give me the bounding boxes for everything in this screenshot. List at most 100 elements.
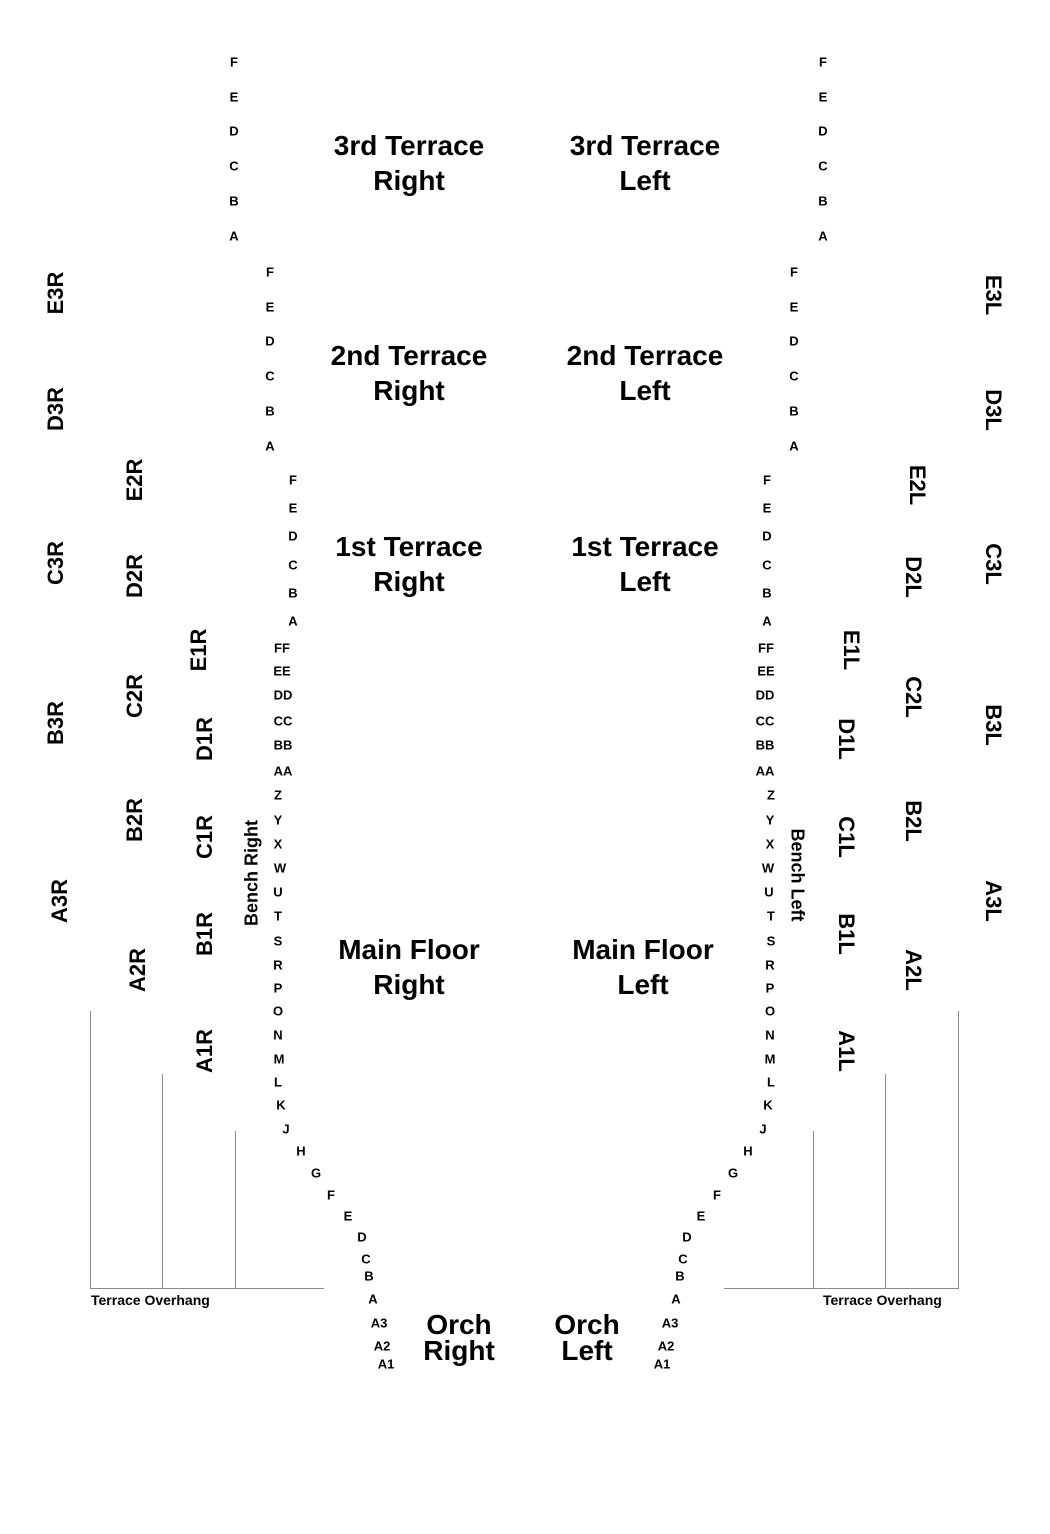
- box-label-right[interactable]: D2R: [122, 553, 147, 599]
- section-label-line: Right: [373, 566, 445, 597]
- box-label-right[interactable]: C1R: [192, 814, 217, 860]
- row-label-left: M: [764, 1051, 776, 1067]
- row-label-right: C: [265, 368, 275, 384]
- box-label-left[interactable]: B1L: [834, 913, 859, 955]
- row-label-right: C: [229, 158, 239, 174]
- row-label-right: B: [364, 1268, 374, 1284]
- bench-left-label[interactable]: Bench Left: [787, 828, 808, 922]
- box-label-left[interactable]: D2L: [901, 556, 926, 598]
- row-label-right: S: [273, 933, 283, 949]
- row-label-left: A1: [653, 1356, 671, 1372]
- box-label-left[interactable]: C2L: [901, 676, 926, 718]
- row-label-right: J: [282, 1121, 290, 1137]
- box-label-left[interactable]: E2L: [905, 464, 930, 506]
- box-label-left[interactable]: D3L: [981, 389, 1006, 431]
- row-label-left: B: [762, 585, 772, 601]
- row-label-left: F: [763, 472, 771, 488]
- box-label-right[interactable]: C2R: [122, 673, 147, 719]
- row-label-right: A2: [373, 1338, 391, 1354]
- row-label-left: C: [789, 368, 799, 384]
- section-label-line: Right: [423, 1335, 495, 1366]
- row-label-right: B: [265, 403, 275, 419]
- box-label-right[interactable]: A1R: [192, 1028, 217, 1074]
- box-label-left[interactable]: B2L: [901, 800, 926, 842]
- box-label-left[interactable]: A3L: [981, 880, 1006, 922]
- row-label-right: R: [273, 957, 283, 973]
- row-label-right: C: [361, 1251, 371, 1267]
- row-label-left: O: [764, 1003, 776, 1019]
- overhang-line: [235, 1131, 236, 1289]
- box-label-right[interactable]: C3R: [43, 540, 68, 586]
- row-label-right: L: [274, 1074, 282, 1090]
- section-label-line: Left: [561, 1335, 613, 1366]
- box-label-right[interactable]: B2R: [122, 797, 147, 843]
- box-label-left[interactable]: E1L: [839, 629, 864, 671]
- row-label-right: T: [274, 908, 282, 924]
- box-label-right[interactable]: A2R: [125, 947, 150, 993]
- section-label-line: Left: [619, 165, 671, 196]
- row-label-right: F: [266, 264, 274, 280]
- box-label-right[interactable]: D1R: [192, 716, 217, 762]
- row-label-left: A2: [657, 1338, 675, 1354]
- overhang-line: [958, 1011, 959, 1289]
- box-label-left[interactable]: E3L: [981, 274, 1006, 316]
- row-label-left: T: [767, 908, 775, 924]
- bench-right-label[interactable]: Bench Right: [241, 820, 262, 926]
- row-label-right: B: [229, 193, 239, 209]
- row-label-right: F: [230, 54, 238, 70]
- overhang-line: [885, 1074, 886, 1289]
- row-label-left: W: [761, 860, 775, 876]
- row-label-right: DD: [273, 687, 293, 703]
- row-label-right: BB: [273, 737, 293, 753]
- box-label-left[interactable]: B3L: [981, 704, 1006, 746]
- section-label-line: 1st Terrace: [335, 531, 483, 562]
- row-label-right: EE: [273, 663, 291, 679]
- box-label-left[interactable]: C3L: [981, 543, 1006, 585]
- row-label-left: R: [765, 957, 775, 973]
- row-label-left: B: [675, 1268, 685, 1284]
- row-label-right: A: [229, 228, 239, 244]
- row-label-left: C: [818, 158, 828, 174]
- section-label-line: Left: [619, 375, 671, 406]
- row-label-left: AA: [755, 763, 775, 779]
- box-label-right[interactable]: E2R: [122, 458, 147, 502]
- box-label-left[interactable]: A2L: [901, 949, 926, 991]
- row-label-left: C: [762, 557, 772, 573]
- row-label-right: W: [273, 860, 287, 876]
- overhang-line: [724, 1288, 959, 1289]
- row-label-left: L: [767, 1074, 775, 1090]
- box-label-right[interactable]: E3R: [43, 271, 68, 315]
- row-label-left: K: [763, 1097, 773, 1113]
- box-label-right[interactable]: D3R: [43, 386, 68, 432]
- box-label-left[interactable]: A1L: [834, 1030, 859, 1072]
- box-label-right[interactable]: A3R: [47, 878, 72, 924]
- row-label-right: D: [357, 1229, 367, 1245]
- box-label-left[interactable]: C1L: [834, 816, 859, 858]
- row-label-right: Y: [273, 812, 283, 828]
- row-label-left: D: [762, 528, 772, 544]
- row-label-left: Y: [765, 812, 775, 828]
- row-label-right: F: [327, 1187, 335, 1203]
- section-label-line: Right: [373, 165, 445, 196]
- row-label-left: C: [678, 1251, 688, 1267]
- row-label-left: H: [743, 1143, 753, 1159]
- row-label-right: B: [288, 585, 298, 601]
- box-label-right[interactable]: B1R: [192, 911, 217, 957]
- box-label-right[interactable]: E1R: [186, 628, 211, 672]
- box-label-left[interactable]: D1L: [834, 718, 859, 760]
- row-label-left: G: [727, 1165, 739, 1181]
- row-label-right: E: [343, 1208, 353, 1224]
- box-label-right[interactable]: B3R: [43, 700, 68, 746]
- overhang-line: [90, 1011, 91, 1289]
- row-label-right: Z: [274, 787, 282, 803]
